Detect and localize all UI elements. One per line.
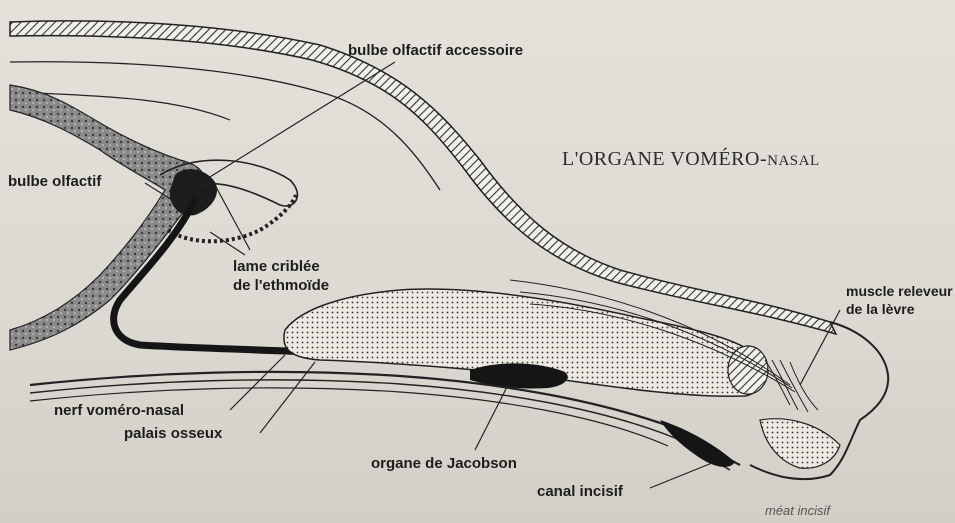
label-bulbe-olfactif: bulbe olfactif xyxy=(8,173,101,191)
figure-title: L'ORGANE VOMÉRO-NASAL xyxy=(562,148,820,171)
label-muscle-releveur-1: muscle releveur xyxy=(846,282,953,300)
label-canal-incisif: canal incisif xyxy=(537,483,623,501)
figure-title-main: L'ORGANE VOMÉRO- xyxy=(562,148,767,170)
label-lame-criblee-2: de l'ethmoïde xyxy=(233,277,329,295)
skull-bone xyxy=(10,85,204,350)
label-bulbe-olfactif-accessoire: bulbe olfactif accessoire xyxy=(348,42,523,60)
label-muscle-releveur-2: de la lèvre xyxy=(846,300,915,318)
label-lame-criblee-1: lame criblée xyxy=(233,258,320,276)
label-organe-jacobson: organe de Jacobson xyxy=(371,455,517,473)
label-palais-osseux: palais osseux xyxy=(124,425,222,443)
figure-title-smallcaps: NASAL xyxy=(767,153,820,169)
incisive-canal xyxy=(660,420,735,467)
label-nerf-vomero-nasal: nerf voméro-nasal xyxy=(54,402,184,420)
label-meat-incisif: méat incisif xyxy=(765,502,830,520)
